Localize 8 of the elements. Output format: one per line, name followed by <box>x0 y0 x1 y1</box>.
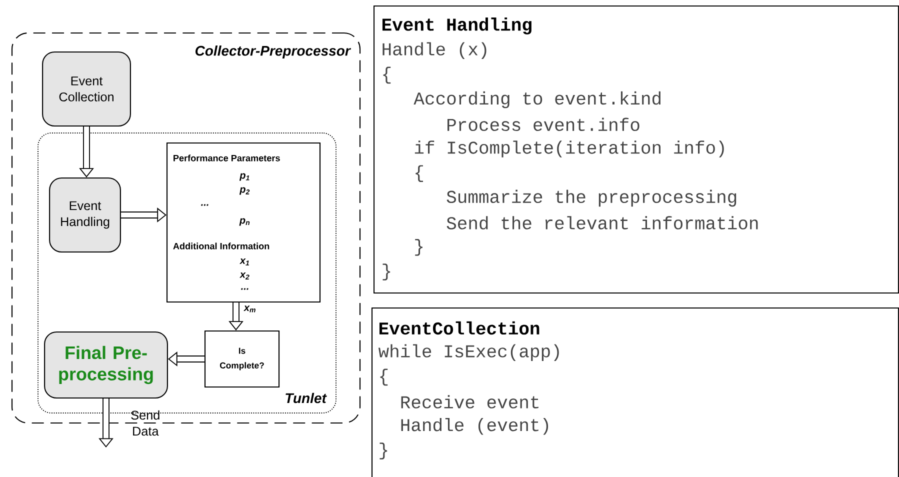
process-box: Event Handling <box>49 177 121 253</box>
final-step-box: Final Pre-processing <box>44 331 168 399</box>
check-box: Is Complete? <box>204 330 280 388</box>
code-box: Event Handling Handle (x) { According to event.kind Process event.info if IsComplete(iteration info) { Summarize the preprocessing Send the relevant information } } <box>373 5 899 294</box>
process-box: Event Collection <box>42 51 131 127</box>
code-box: EventCollection while IsExec(app) { Receive event Handle (event) } <box>371 307 899 477</box>
node-label: x$_{m}$ <box>244 306 256 312</box>
parameter-box: Performance Parameters p$_{1}$ p$_{2}$ ... p$_{n}$ Additional Information x$_{1}$ x$_{2}$ ... x$_{m}$ <box>166 142 321 312</box>
